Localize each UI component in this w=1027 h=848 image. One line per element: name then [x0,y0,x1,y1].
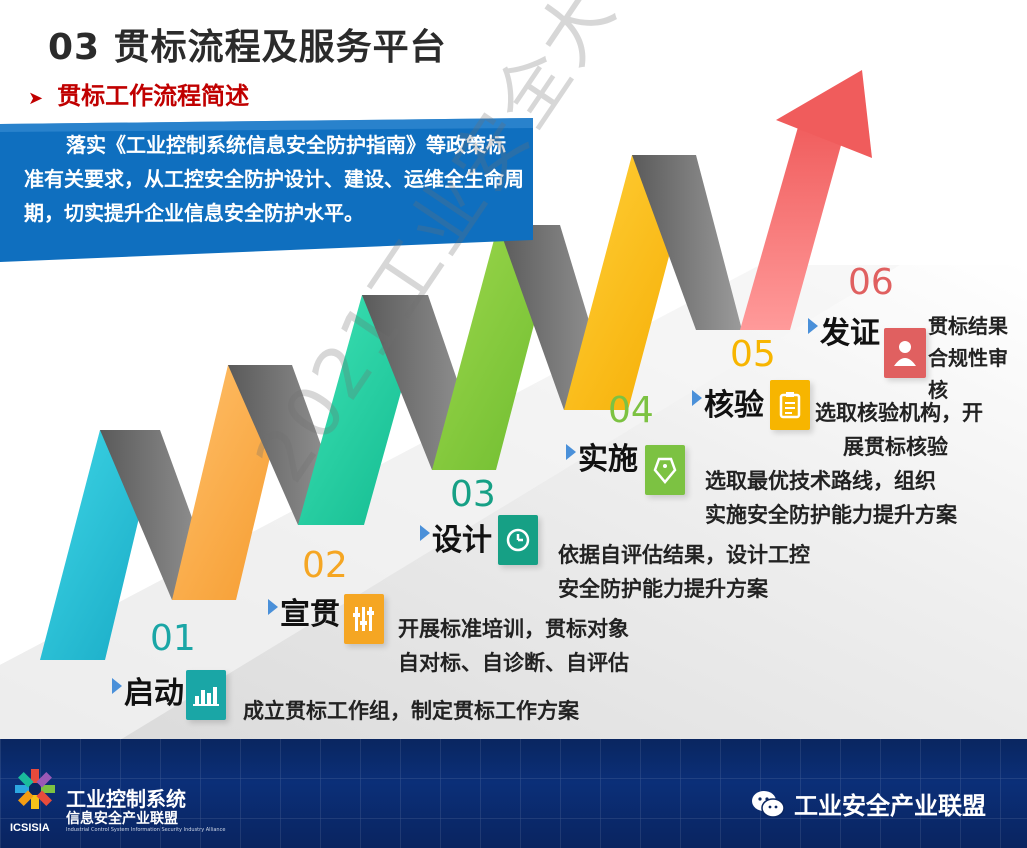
step-desc-verify: 选取核验机构，开 展贯标核验 [815,396,983,464]
step-desc-start: 成立贯标工作组，制定贯标工作方案 [243,694,579,728]
org-name: 工业控制系统 [66,787,186,811]
step-desc-certify: 贯标结果 合规性审核 [928,310,1027,406]
clipboard-icon [770,380,810,430]
intro-banner-bg [0,118,533,262]
step-desc-implement: 选取最优技术路线，组织 实施安全防护能力提升方案 [705,464,957,532]
step-desc-line: 开展标准培训，贯标对象 [398,617,629,641]
clock-icon [498,515,538,565]
intro-text: 落实《工业控制系统信息安全防护指南》等政策标准有关要求，从工控安全防护设计、建设… [24,133,524,225]
step-name-design: 设计 [420,515,492,559]
person-icon [884,328,926,378]
step-desc-line: 成立贯标工作组，制定贯标工作方案 [243,699,579,723]
step-number-03: 03 [450,474,496,515]
equalizer-icon [344,594,384,644]
step-desc-design: 依据自评估结果，设计工控 安全防护能力提升方案 [558,538,810,606]
alliance-name: 工业安全产业联盟 [794,792,986,820]
step-name-implement: 实施 [566,434,638,478]
logo-text: ICSISIA [10,822,50,834]
org-name-line2: 信息安全产业联盟 [66,811,178,827]
step-number-05: 05 [730,334,776,375]
footer-grid-texture [0,739,1027,848]
step-desc-line: 展贯标核验 [843,435,948,459]
step-number-04: 04 [608,390,654,431]
bar-chart-icon [186,670,226,720]
step-desc-line: 自对标、自诊断、自评估 [398,651,629,675]
step-desc-promote: 开展标准培训，贯标对象 自对标、自诊断、自评估 [398,612,629,680]
step-name-start: 启动 [112,668,184,712]
step-desc-line: 合规性审核 [928,346,1008,402]
step-name-certify: 发证 [808,308,880,352]
org-name-english: Industrial Control System Information Se… [66,827,226,833]
chevron-right-icon: ➤ [28,88,44,109]
step-desc-line: 选取核验机构，开 [815,401,983,425]
step-desc-line: 依据自评估结果，设计工控 [558,543,810,567]
step-number-02: 02 [302,545,348,586]
section-subtitle: ➤ 贯标工作流程简述 [28,76,249,111]
step-desc-line: 实施安全防护能力提升方案 [705,503,957,527]
step-desc-line: 选取最优技术路线，组织 [705,469,936,493]
step-name-verify: 核验 [692,380,764,424]
step-number-06: 06 [848,262,894,303]
step-number-01: 01 [150,618,196,659]
section-subtitle-text: 贯标工作流程简述 [57,82,250,110]
step-desc-line: 贯标结果 [928,314,1008,338]
alliance-logo: ICSISIA [10,769,55,834]
wechat-icon [752,791,785,818]
page-title: 03 贯标流程及服务平台 [48,27,447,68]
footer-banner [0,739,1027,848]
step-name-promote: 宣贯 [268,589,340,633]
step-desc-line: 安全防护能力提升方案 [558,577,768,601]
tag-icon [645,445,685,495]
